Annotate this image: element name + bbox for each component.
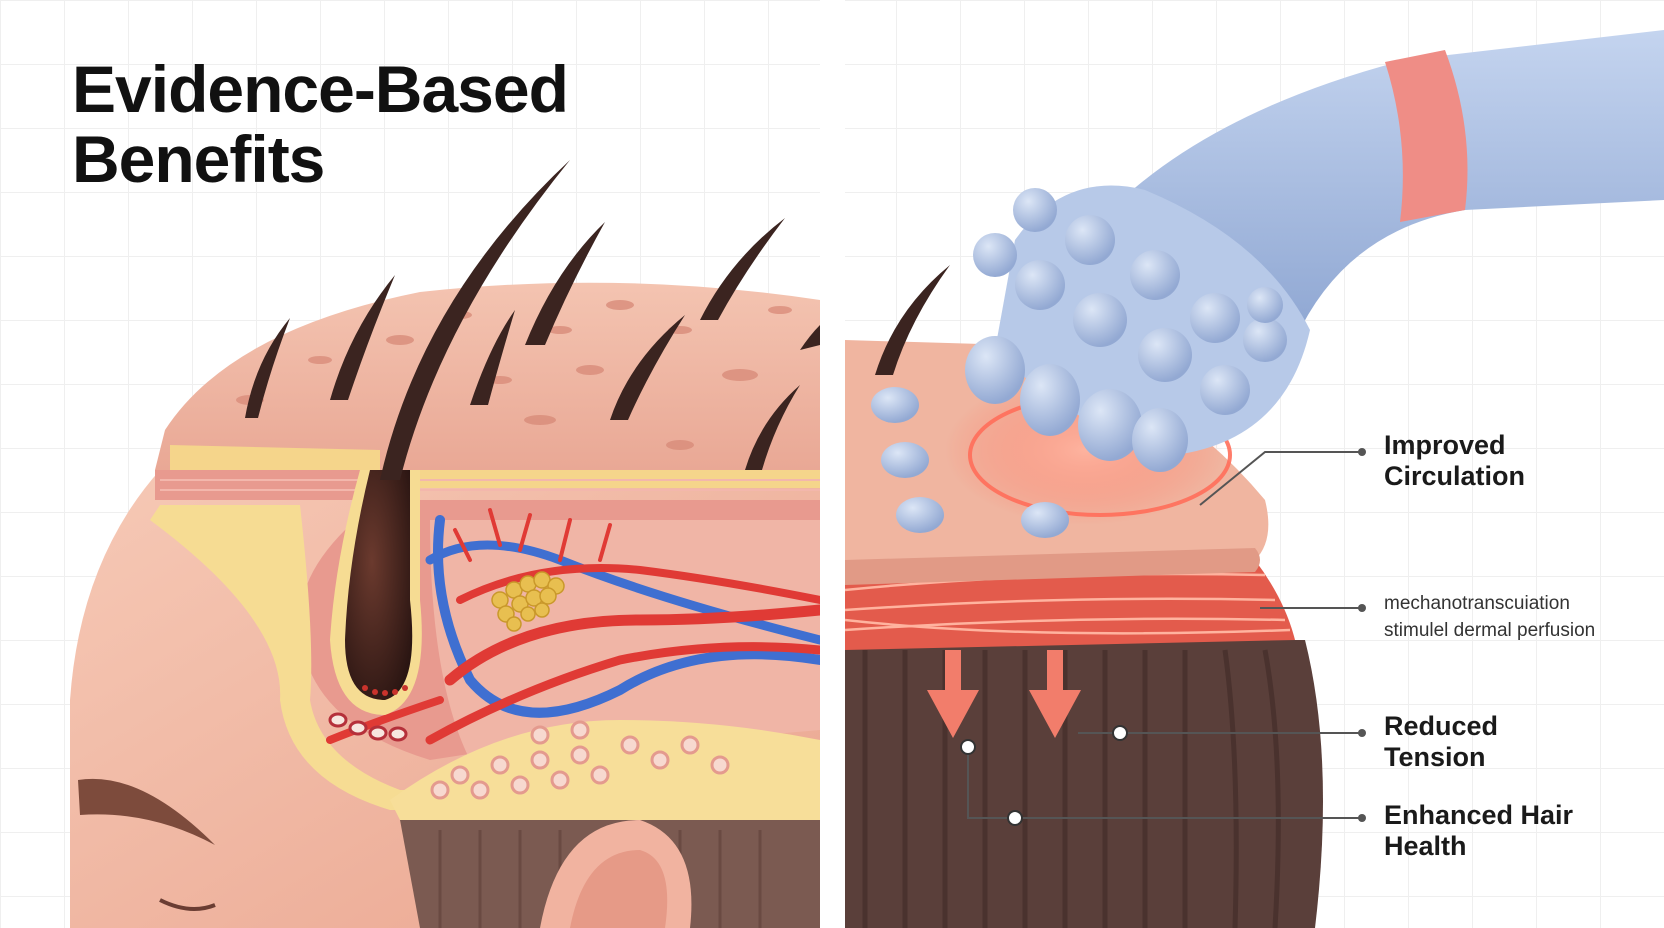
scalp-cross-section-panel [0, 0, 820, 928]
callout-note-line-1: mechanotranscuiation [1384, 593, 1570, 614]
callout-reduced-tension: Reduced Tension [1384, 711, 1654, 773]
dermal-papilla [362, 685, 408, 696]
callout-enhanced-hair-health: Enhanced Hair Health [1384, 800, 1654, 862]
follicle-bulb [345, 470, 413, 700]
callout-mechanotransduction-note: mechanotranscuiation stimulel dermal per… [1384, 590, 1654, 644]
callout-improved-circulation: Improved Circulation [1384, 430, 1654, 492]
massager-nodules [965, 188, 1287, 472]
title-line-1: Evidence-Based [72, 52, 569, 126]
scalp-bumps [871, 387, 1069, 538]
ear-inner [570, 850, 668, 928]
eyebrow [78, 778, 215, 845]
page-title: Evidence-Based Benefits [72, 52, 569, 196]
panel-divider [820, 0, 845, 928]
leader-enhanced-hair-health [967, 747, 1360, 819]
vessel-cross-section [328, 712, 408, 742]
callout-note-line-2: stimulel dermal perfusion [1384, 620, 1596, 641]
callout-improved-circulation-line-2: Circulation [1384, 461, 1526, 491]
scalp-massager-illustration [845, 30, 1664, 928]
callout-enhanced-hair-health-line-1: Enhanced Hair [1384, 800, 1574, 830]
pressure-arrows [927, 650, 1081, 738]
title-line-2: Benefits [72, 122, 325, 196]
leader-improved-circulation [1199, 451, 1360, 506]
scalp-massager-panel [845, 0, 1664, 928]
scalp-slab-edge [845, 548, 1260, 585]
callout-reduced-tension-line-1: Reduced [1384, 711, 1499, 741]
sebaceous-gland [491, 571, 565, 632]
right-hair-strand [875, 265, 950, 375]
callout-reduced-tension-line-2: Tension [1384, 742, 1486, 772]
blood-vessels [326, 508, 820, 745]
massager-band [1385, 50, 1468, 222]
callout-enhanced-hair-health-line-2: Health [1384, 831, 1467, 861]
hair-strands [245, 160, 820, 480]
dermis-glow-band [845, 560, 1295, 650]
callout-improved-circulation-line-1: Improved [1384, 430, 1506, 460]
side-fat-stripe [150, 505, 820, 810]
scalp-cross-section-illustration [70, 160, 820, 928]
closed-eye [159, 898, 216, 911]
dermis-stripes [160, 479, 820, 491]
fat-cells [430, 720, 730, 800]
